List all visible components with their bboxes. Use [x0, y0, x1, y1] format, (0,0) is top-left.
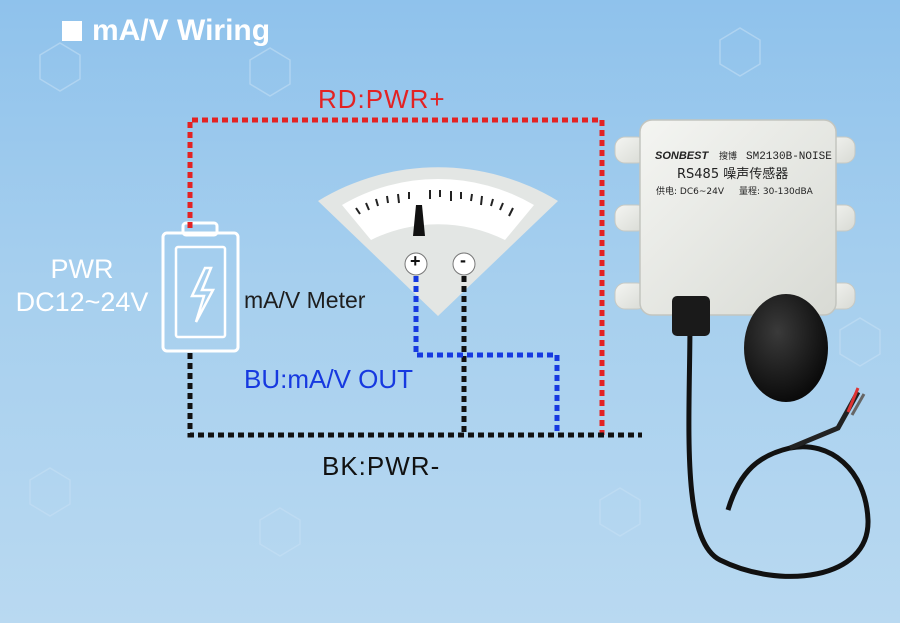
meter-plus-sign: +	[410, 251, 421, 271]
microphone-foam	[744, 294, 828, 402]
device-brand: SONBEST	[655, 150, 709, 162]
cable-end	[789, 390, 861, 451]
battery-icon	[161, 221, 240, 353]
lightning-icon	[190, 266, 216, 323]
background-hex-pattern	[29, 27, 881, 557]
power-label-name: PWR	[50, 254, 114, 284]
cable-gland	[672, 296, 710, 336]
title-square-icon	[62, 21, 82, 41]
device-spec-power: 供电: DC6~24V	[656, 185, 725, 197]
meter-scale-ticks	[355, 190, 514, 217]
meter-needle	[413, 205, 425, 236]
page-title: mA/V Wiring	[62, 14, 270, 48]
black-wire-label: BK:PWR-	[322, 451, 441, 481]
meter-label: mA/V Meter	[244, 287, 366, 313]
red-wire-pwr-plus	[187, 117, 605, 435]
meter-plus-terminal	[404, 252, 428, 276]
sensor-housing	[639, 119, 837, 316]
red-wire-label: RD:PWR+	[318, 84, 446, 114]
meter-minus-terminal	[452, 252, 476, 276]
ma-v-meter	[318, 167, 558, 316]
sensor-cable	[686, 319, 871, 579]
power-label: PWR DC12~24V	[4, 253, 160, 319]
page-title-text: mA/V Wiring	[92, 14, 271, 47]
meter-dial	[342, 178, 534, 240]
device-protocol-name: RS485 噪声传感器	[677, 166, 788, 182]
meter-minus-sign: -	[460, 250, 466, 270]
blue-wire-signal-out	[413, 276, 560, 435]
blue-wire-label: BU:mA/V OUT	[244, 364, 414, 394]
device-model: SM2130B-NOISE	[746, 151, 832, 163]
noise-sensor-device: SONBEST 搜博 SM2130B-NOISE RS485 噪声传感器 供电:…	[614, 119, 871, 579]
black-wire-pwr-minus	[187, 276, 642, 438]
power-voltage: DC12~24V	[15, 287, 149, 317]
device-brand-cn: 搜博	[719, 150, 737, 162]
device-spec-range: 量程: 30-130dBA	[739, 186, 814, 197]
